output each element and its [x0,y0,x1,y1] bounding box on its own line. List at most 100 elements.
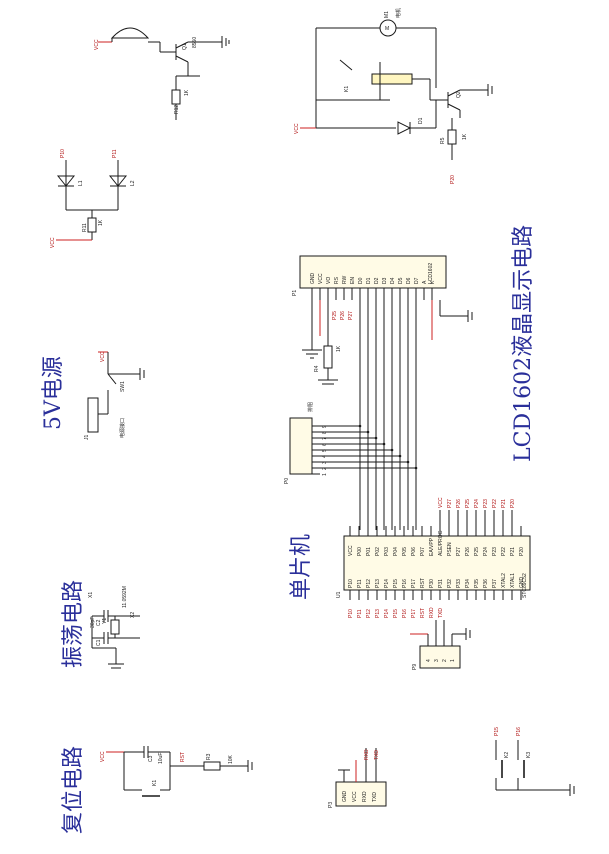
power-vcc-label: VCC [100,351,106,362]
buzzer-r-label: R12 [174,105,180,114]
led-circuit: P10 P11 L1 L2 R11 1K VCC [50,149,136,248]
mcu-pin-label-right: P04 [393,547,399,556]
lcd-pin-label: VO [326,277,332,284]
oscillator-circuit: X1 X2 Y1 11.0592M C1 C2 30pF [88,586,140,669]
power-jack-ref: J1 [84,435,90,441]
title-lcd-circuit: LCD1602液晶显示电路 [511,225,536,462]
rpack-ref: P0 [284,478,290,484]
serial-pin-label: VCC [352,791,358,802]
serial-net-txd: TXD [374,750,380,760]
led-d2-net: P11 [112,149,118,158]
program-pin-number: 2 [442,659,448,662]
osc-c1-ref: C1 [96,639,102,646]
buzzer-symbol [110,27,150,39]
mcu-pin-label-right: P05 [402,547,408,556]
relay-motor-ref: M1 [384,11,390,18]
mcu-pin-label-right: P26 [465,547,471,556]
mcu-net-left: P10 [348,609,354,618]
mcu-pin-label-left: GND [519,577,525,589]
mcu-net-left: P12 [366,609,372,618]
led-d1-net: P10 [60,149,66,158]
crystal [110,619,120,635]
reset-circuit: VCC C3 10uF K1 R3 10K RST [100,746,253,797]
mcu-net-left: TXD [438,608,444,618]
mcu-pin-label-right: P27 [456,547,462,556]
relay-coil [371,73,413,85]
buzzer-q-label: Q1 [182,43,188,50]
relay-motor-label: 电机 [395,8,402,18]
relay-r-value: 1K [462,133,468,140]
mcu-pin-label-left: P36 [483,579,489,588]
rpack-pin-number: 1 [322,473,328,476]
mcu-net-left: P16 [402,609,408,618]
serial-net-rxd: RXD [364,749,370,760]
serial-pin-label: RXD [362,791,368,802]
lcd-pot-ref: R4 [314,365,320,372]
relay-k-label: K1 [344,86,350,92]
lcd-pin-label: A [422,280,428,284]
program-header-body [419,645,461,669]
bus-junction [382,442,386,446]
led-r-label: R11 [82,223,88,232]
bus-junction [390,448,394,452]
lcd-pot-val: 1K [336,345,342,352]
serial-pin-label: GND [342,791,348,803]
reset-resistor [203,761,221,771]
mcu-net-right: P20 [510,499,516,508]
mcu-pin-label-left: P17 [411,579,417,588]
mcu-pin-label-left: P10 [348,579,354,588]
lcd-pin-label: D7 [414,277,420,284]
program-pin-number: 3 [434,659,440,662]
led-l1-label: L1 [78,180,84,186]
buzzer-r-value: 1K [184,89,190,96]
reset-c-val: 10uF [158,753,164,764]
reset-c-ref: C3 [148,755,154,762]
mcu-pin-label-right: EA/VPP [429,537,435,556]
mcu-net-right: P22 [492,499,498,508]
led-l2-label: L2 [130,180,136,186]
mcu-pin-label-right: P23 [492,547,498,556]
key-k3-ref: K3 [526,752,532,758]
title-oscillator-circuit: 振荡电路 [61,580,86,668]
bus-junction [366,430,370,434]
relay-vcc-label: VCC [294,123,300,134]
lcd-rs-net-3: P27 [348,311,354,320]
lcd-pin-label: GND [310,273,316,285]
contrast-pot [323,345,333,369]
mcu-pin-label-right: P22 [501,547,507,556]
buzzer-vcc-label: VCC [94,39,100,50]
mcu-net-right: P24 [474,499,480,508]
mcu-pin-label-left: P14 [384,579,390,588]
lcd-pin-label: RS [334,276,340,284]
reset-net: RST [180,752,186,762]
relay-pin-net: P20 [450,175,456,184]
lcd-connector-body [299,255,447,289]
serial-pin-label: TXD [372,792,378,802]
lcd-pin-label: D1 [366,277,372,284]
mcu-pin-label-left: P13 [375,579,381,588]
mcu-pin-label-left: P30 [429,579,435,588]
mcu-body [343,535,531,591]
power-jack-label: 电源接口 [119,418,126,438]
buzzer-circuit: VCC Q1 8550 R12 1K [94,27,230,120]
relay-r-label: R5 [440,137,446,144]
osc-c-val: 30pF [90,617,96,628]
mcu-net-right: P23 [483,499,489,508]
mcu-pin-label-right: P24 [483,547,489,556]
lcd-pin-label: EN [350,277,356,284]
serial-header-body [335,781,387,807]
mcu-net-left: P15 [393,609,399,618]
mcu-pin-label-right: P03 [384,547,390,556]
bus-junction [398,454,402,458]
mcu-model: STC89C52 [522,573,528,598]
mcu-net-right: P21 [501,499,507,508]
power-circuit: VCC SW1 J1 电源接口 [84,351,145,441]
mcu-pin-label-left: P35 [474,579,480,588]
lcd-ref: P1 [292,290,298,296]
lcd-pin-label: D2 [374,277,380,284]
power-sw-label: SW1 [120,381,126,392]
key-net-2: P16 [516,727,522,736]
motor-relay-circuit: M VCC M1 电机 Q2 D1 K1 R5 1K P20 [294,8,493,184]
